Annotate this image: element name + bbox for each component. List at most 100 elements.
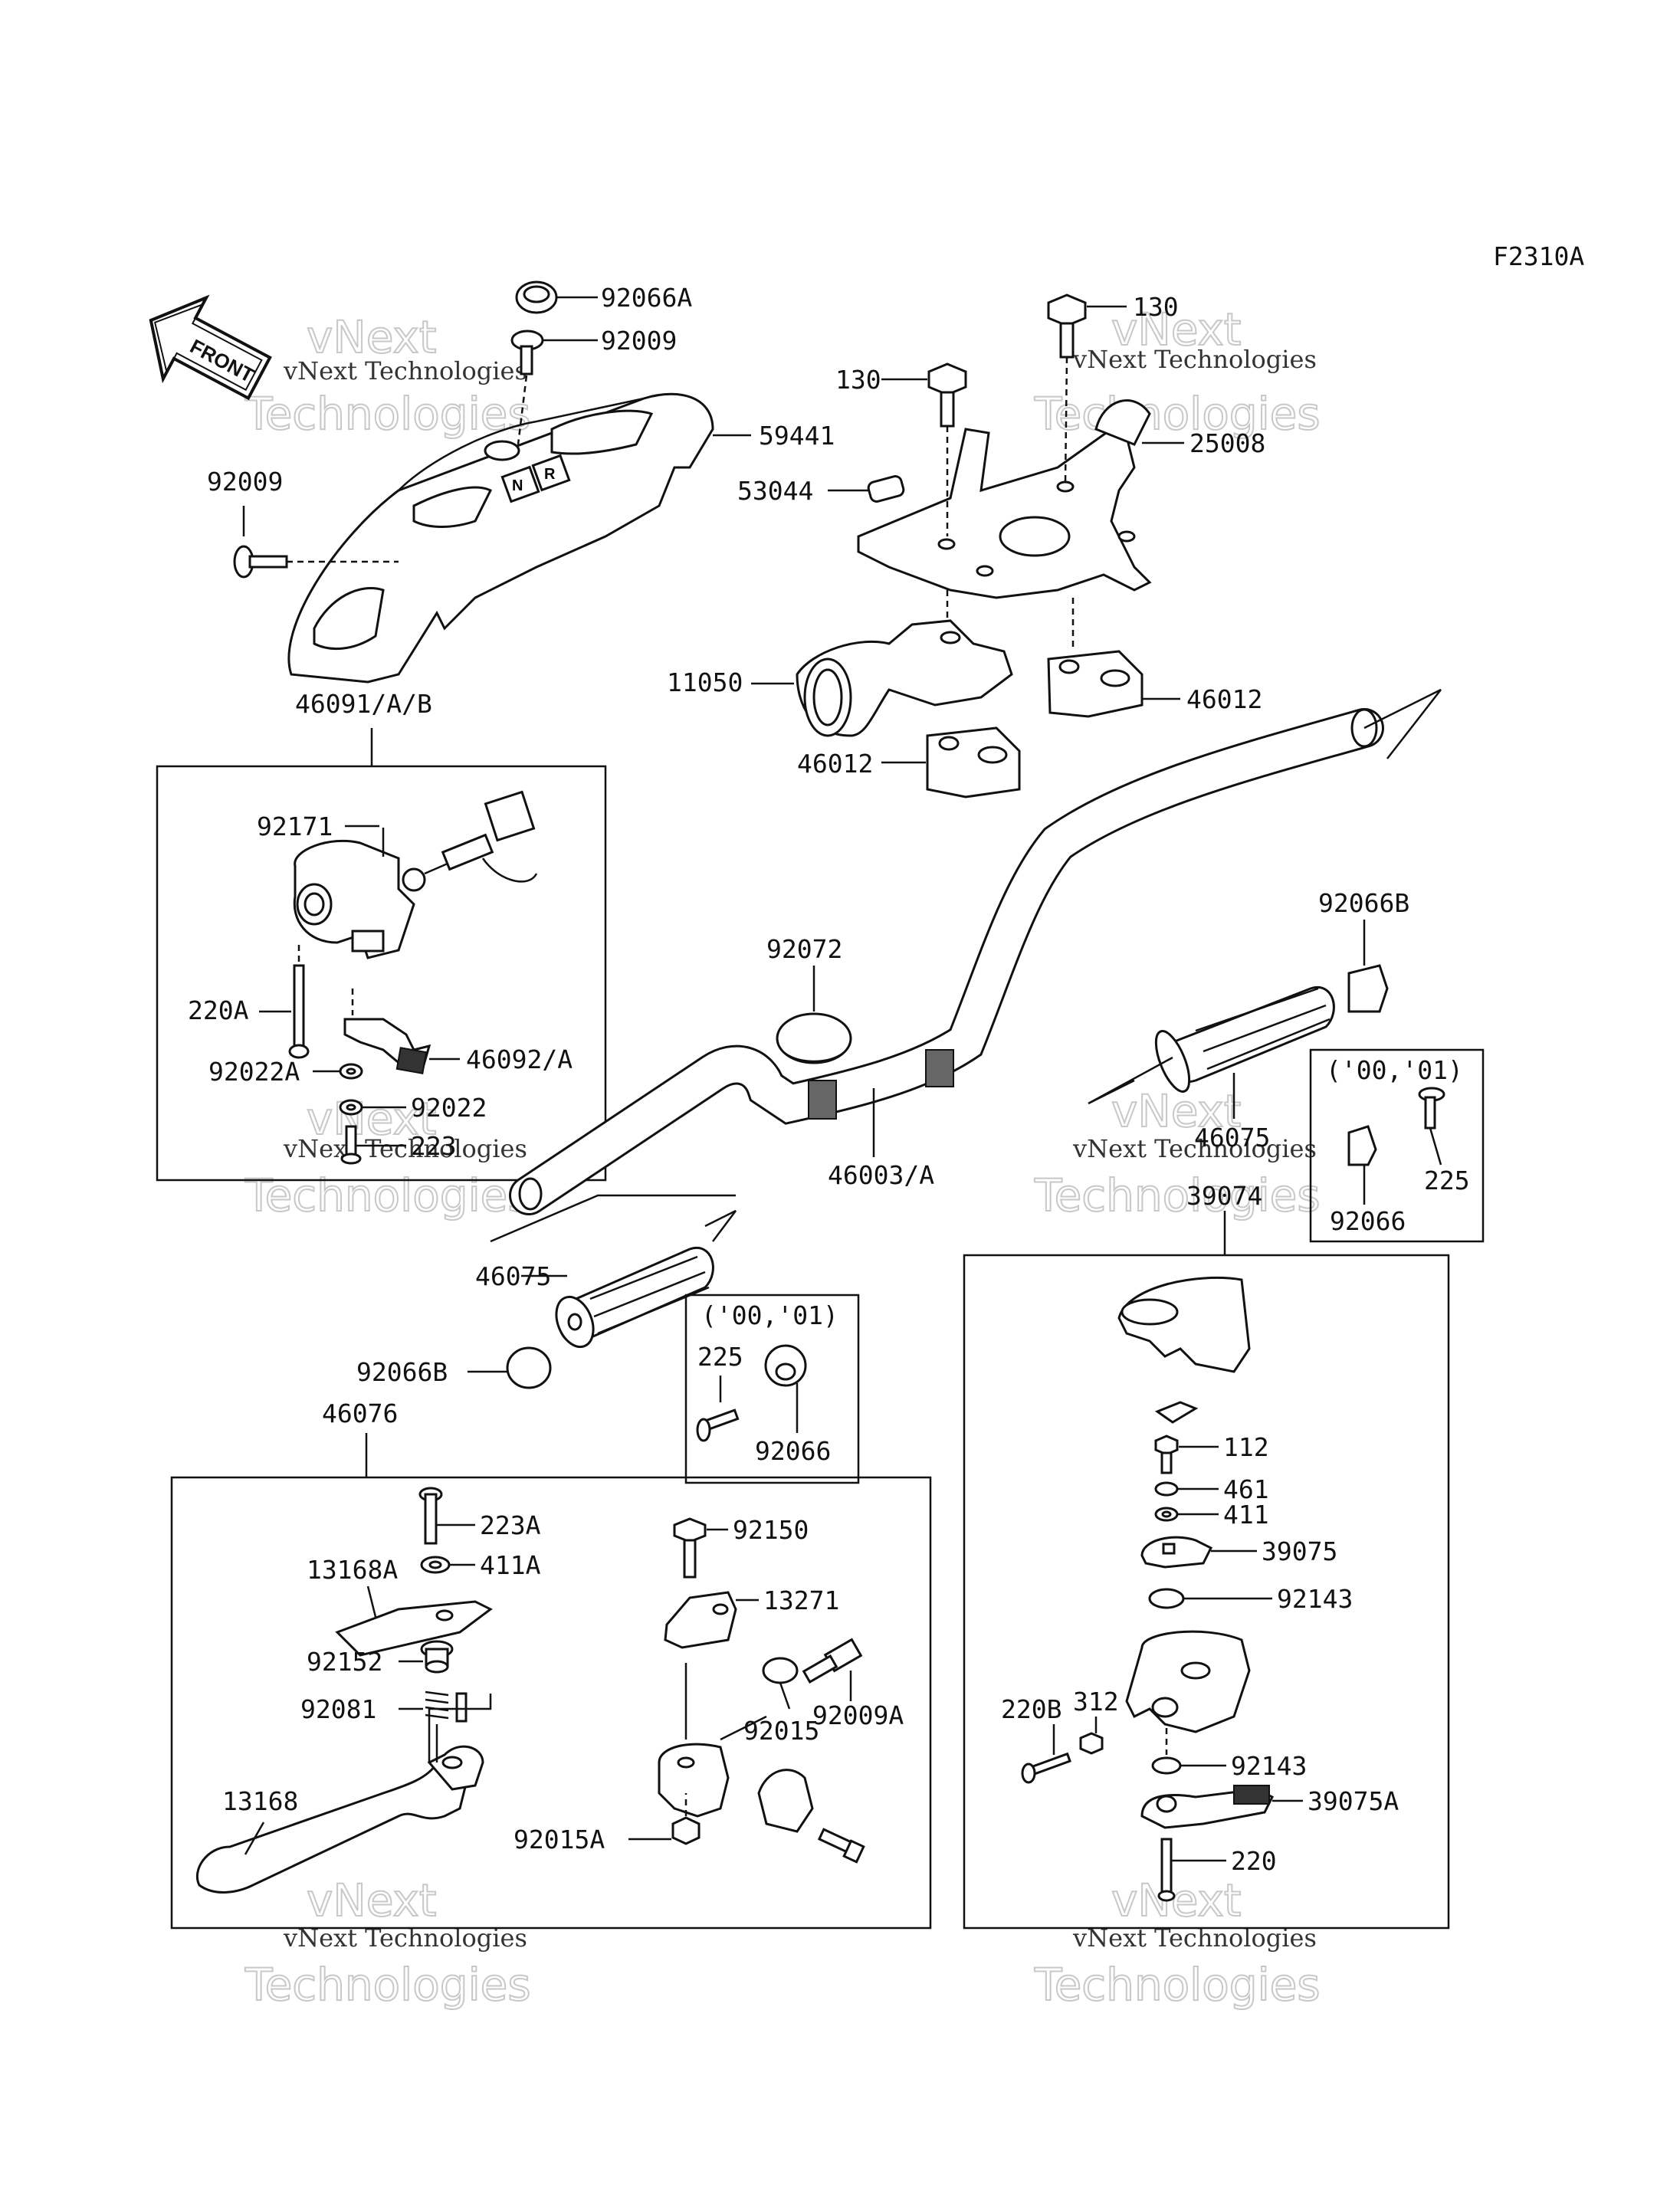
label-46012-a: 46012 (1186, 684, 1262, 714)
watermark-text: Technologies (1034, 1959, 1321, 2011)
label-223: 223 (411, 1131, 457, 1161)
bracket-13271 (664, 1591, 759, 1649)
throttle-cover (1117, 1277, 1251, 1373)
plate-39075 (1140, 1536, 1257, 1569)
throttle-box-right (963, 1254, 1450, 1930)
washer-461 (1154, 1481, 1219, 1497)
bushing-92152 (399, 1640, 454, 1674)
label-53044: 53044 (737, 476, 813, 506)
label-130-b: 130 (1133, 292, 1179, 322)
clamp-92072 (776, 966, 852, 1064)
lever-46092 (343, 989, 460, 1074)
label-92066B-right: 92066B (1318, 888, 1409, 918)
cap-92066A (515, 280, 598, 314)
lever-39075A (1140, 1785, 1303, 1829)
label-92066-left: 92066 (755, 1436, 831, 1466)
watermark-text: vNext Technologies (283, 1134, 527, 1163)
holder-11050 (751, 619, 1013, 737)
watermarks: vNext Technologies vNext Technologies vN… (244, 303, 1321, 2012)
seal-92143-b (1151, 1728, 1226, 1775)
screw-220A (259, 943, 310, 1059)
watermark-text: vNext (307, 1093, 436, 1145)
label-46075-right: 46075 (1194, 1123, 1270, 1153)
washer-411A (420, 1556, 475, 1574)
label-220: 220 (1231, 1846, 1277, 1876)
watermark-text: vNext (307, 311, 436, 363)
label-39075A: 39075A (1308, 1786, 1399, 1816)
seal-92143-a (1148, 1588, 1272, 1609)
handlebar-cover: N R (287, 392, 714, 684)
label-13168A: 13168A (307, 1555, 398, 1585)
watermark-text: Technologies (1034, 388, 1321, 440)
variant-box-left (684, 1294, 860, 1484)
watermark-text: vNext (1111, 1874, 1241, 1926)
screw-holder (817, 1828, 865, 1864)
watermark-text: vNext Technologies (283, 356, 527, 385)
lever-13168 (195, 1692, 492, 1894)
label-years-right: ('00,'01) (1326, 1055, 1463, 1085)
variant-box-right (1309, 1048, 1485, 1243)
watermark-text: Technologies (244, 1169, 531, 1221)
label-46012-b: 46012 (797, 749, 873, 779)
watermark-text: vNext Technologies (1072, 1134, 1317, 1163)
label-46092: 46092/A (466, 1044, 573, 1074)
grip-46075-left (521, 1209, 737, 1349)
screw-225-right (1418, 1087, 1445, 1166)
label-46003: 46003/A (828, 1160, 934, 1190)
bolt-130-a (881, 362, 967, 536)
label-312: 312 (1073, 1687, 1119, 1717)
washer-92022A (313, 1063, 363, 1080)
label-11050: 11050 (667, 667, 743, 697)
switch-box-left (156, 765, 607, 1182)
figure-code: F2310A (1493, 241, 1584, 271)
washer-92022 (339, 1099, 406, 1116)
label-92171: 92171 (257, 812, 333, 841)
label-13271: 13271 (763, 1585, 839, 1615)
lever-box-left (170, 1476, 932, 1930)
watermark-text: vNext (1111, 303, 1241, 356)
label-225-left: 225 (697, 1342, 743, 1372)
label-39075: 39075 (1262, 1536, 1337, 1566)
label-92152: 92152 (307, 1647, 382, 1677)
svg-text:N: N (512, 477, 523, 494)
label-92015A: 92015A (514, 1825, 605, 1854)
label-92009A: 92009A (812, 1700, 904, 1730)
label-112: 112 (1223, 1432, 1269, 1462)
svg-text:R: R (544, 466, 556, 483)
watermark-text: vNext Technologies (1072, 345, 1317, 374)
spacer-92066-left (764, 1344, 807, 1433)
switch-housing-46091 (293, 790, 538, 959)
clip-53044 (828, 475, 905, 503)
pin-92171 (345, 825, 385, 857)
bolt-223A (418, 1487, 475, 1545)
throttle-housing (1125, 1630, 1251, 1733)
screw-223 (340, 1125, 406, 1165)
label-220A: 220A (188, 995, 249, 1025)
cap-92066B-right (1347, 920, 1389, 1013)
label-years-left: ('00,'01) (701, 1300, 838, 1330)
screw-220B (1021, 1724, 1071, 1784)
clamp-46012-b (881, 726, 1021, 798)
bracket-25008 (857, 399, 1152, 599)
label-25008: 25008 (1189, 428, 1265, 458)
nut-312 (1079, 1717, 1104, 1755)
label-92066A: 92066A (601, 283, 692, 313)
grip-46075-right (1088, 985, 1335, 1119)
plate-13168A (335, 1585, 493, 1657)
nut-92015A (628, 1793, 701, 1845)
label-92022: 92022 (411, 1093, 487, 1123)
screw-92009-top (510, 330, 598, 445)
label-92015: 92015 (743, 1716, 819, 1746)
label-225-right: 225 (1424, 1166, 1470, 1195)
label-92009-left: 92009 (207, 467, 283, 497)
label-39074: 39074 (1186, 1181, 1262, 1211)
spacer-92066-right (1347, 1125, 1377, 1205)
adjuster-92009A (802, 1638, 863, 1701)
front-arrow-icon: FRONT (149, 294, 272, 401)
handlebar-46003 (490, 688, 1442, 1243)
bolt-130-b (1047, 293, 1127, 484)
label-411: 411 (1223, 1500, 1269, 1530)
label-92066-right: 92066 (1330, 1206, 1406, 1236)
label-92143-b: 92143 (1231, 1751, 1307, 1781)
